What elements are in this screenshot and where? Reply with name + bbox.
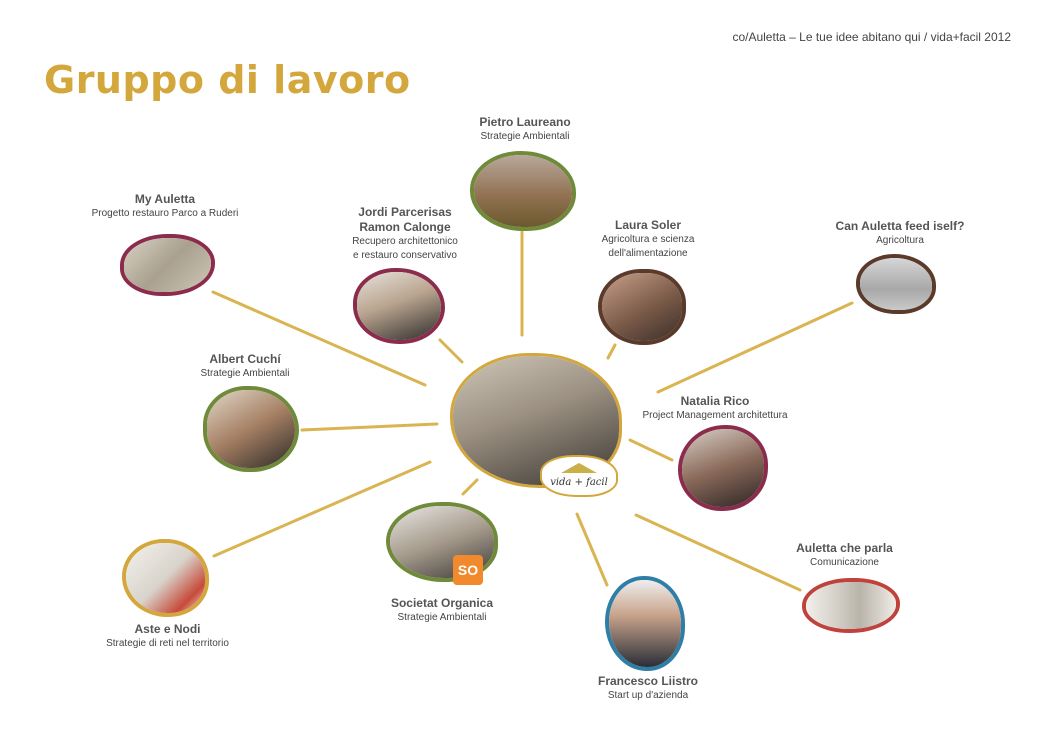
member-role: Recupero architettonico <box>352 236 458 247</box>
member-name: My Auletta <box>134 192 196 206</box>
member-jordi-label: Jordi Parcerisas Ramon Calonge Recupero … <box>325 205 485 263</box>
vida-facil-logo-text: vida + facil <box>550 476 608 488</box>
line-francesco <box>575 512 609 587</box>
line-my-auletta <box>211 290 427 387</box>
line-albert <box>300 422 439 432</box>
line-aste <box>212 460 432 558</box>
member-can-auletta-label: Can Auletta feed iself? Agricoltura <box>815 219 985 248</box>
member-name: Auletta che parla <box>796 541 893 555</box>
member-role: Strategie di reti nel territorio <box>106 638 229 649</box>
member-role-2: dell'alimentazione <box>608 248 688 259</box>
member-role: Comunicazione <box>810 557 879 568</box>
line-laura <box>606 343 617 360</box>
member-name: Can Auletta feed iself? <box>835 219 965 233</box>
member-name: Pietro Laureano <box>479 115 571 129</box>
member-my-auletta-label: My Auletta Progetto restauro Parco a Rud… <box>70 192 260 221</box>
member-name: Jordi Parcerisas <box>358 205 452 219</box>
roof-icon <box>561 463 597 473</box>
member-natalia-photo <box>678 425 768 511</box>
member-societat-label: Societat Organica Strategie Ambientali <box>372 596 512 625</box>
member-name: Aste e Nodi <box>134 622 201 636</box>
member-role: Strategie Ambientali <box>480 131 570 142</box>
member-francesco-photo <box>605 576 685 671</box>
member-role: Strategie Ambientali <box>200 368 290 379</box>
member-auletta-parla-label: Auletta che parla Comunicazione <box>772 541 917 570</box>
member-role: Strategie Ambientali <box>397 612 487 623</box>
member-name: Laura Soler <box>614 218 682 232</box>
member-auletta-parla-photo <box>802 578 900 633</box>
member-laura-label: Laura Soler Agricoltura e scienza dell'a… <box>573 218 723 261</box>
member-name: Albert Cuchí <box>209 352 281 366</box>
member-pietro-label: Pietro Laureano Strategie Ambientali <box>440 115 610 144</box>
header-text: co/Auletta – Le tue idee abitano qui / v… <box>732 30 1011 44</box>
member-name-2: Ramon Calonge <box>359 220 451 234</box>
member-role: Progetto restauro Parco a Ruderi <box>91 208 239 219</box>
line-auletta-parla <box>634 513 802 592</box>
member-role: Project Management architettura <box>642 410 788 421</box>
member-role-2: e restauro conservativo <box>353 250 457 261</box>
member-francesco-label: Francesco Liistro Start up d'azienda <box>578 674 718 703</box>
member-aste-label: Aste e Nodi Strategie di reti nel territ… <box>85 622 250 651</box>
member-name: Natalia Rico <box>680 394 750 408</box>
page-title: Gruppo di lavoro <box>44 58 411 102</box>
member-jordi-photo <box>353 268 445 344</box>
line-natalia <box>628 438 674 462</box>
member-albert-photo <box>203 386 299 472</box>
line-can-auletta <box>656 301 854 394</box>
member-aste-photo <box>122 539 209 617</box>
member-my-auletta-photo <box>120 234 215 296</box>
member-role: Agricoltura <box>876 235 924 246</box>
member-can-auletta-photo <box>856 254 936 314</box>
member-pietro-photo <box>470 151 576 231</box>
member-name: Societat Organica <box>390 596 494 610</box>
member-role: Start up d'azienda <box>607 690 689 701</box>
member-natalia-label: Natalia Rico Project Management architet… <box>640 394 790 423</box>
societat-organica-logo: SO <box>453 555 483 585</box>
member-role: Agricoltura e scienza <box>601 234 695 245</box>
member-albert-label: Albert Cuchí Strategie Ambientali <box>175 352 315 381</box>
member-name: Francesco Liistro <box>597 674 699 688</box>
vida-facil-logo: vida + facil <box>540 455 618 497</box>
member-laura-photo <box>598 269 686 345</box>
